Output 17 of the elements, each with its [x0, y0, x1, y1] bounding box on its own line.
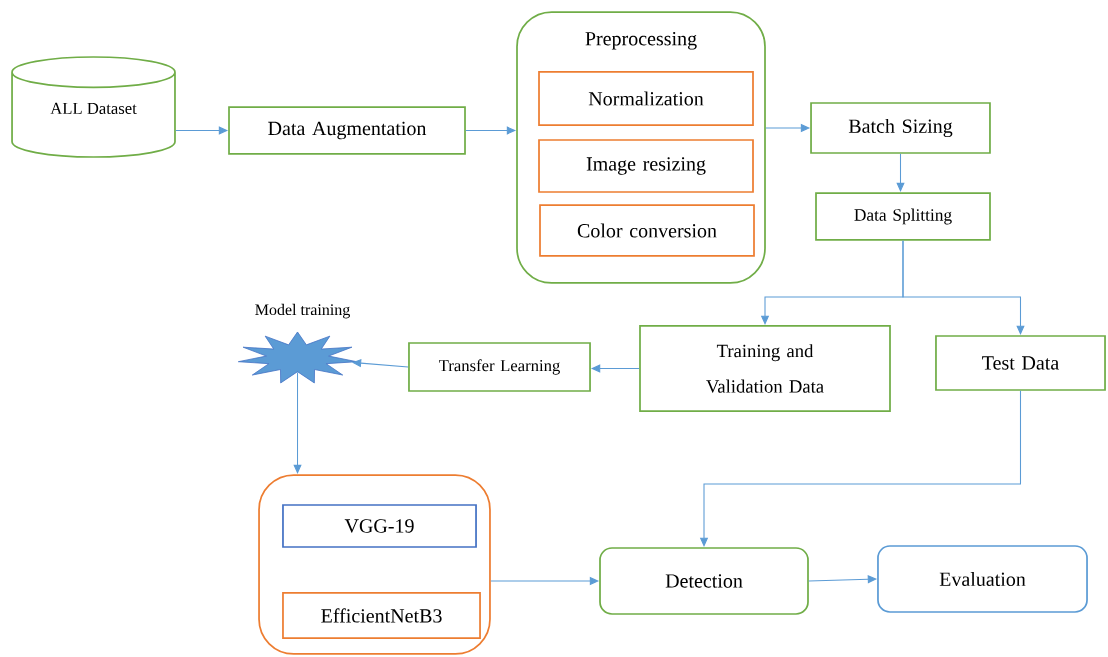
- model-box: EfficientNetB3: [282, 592, 481, 639]
- process-box: Detection: [599, 547, 809, 615]
- node-label: Model training: [255, 303, 350, 319]
- starburst-shape: [237, 331, 358, 384]
- step-box: Image resizing: [538, 139, 754, 193]
- database-cylinder: ALL Dataset: [11, 56, 176, 158]
- process-box: Transfer Learning: [408, 342, 591, 392]
- process-box: Test Data: [935, 335, 1106, 391]
- process-box: Batch Sizing: [810, 102, 991, 154]
- group-box: [258, 474, 491, 655]
- step-box: Normalization: [538, 71, 754, 126]
- process-box: Evaluation: [877, 545, 1088, 613]
- process-box: Data Augmentation: [228, 106, 466, 155]
- process-box: Data Splitting: [815, 192, 991, 241]
- step-box: Color conversion: [539, 204, 755, 257]
- process-box: Training and Validation Data: [639, 325, 891, 412]
- model-box: VGG-19: [282, 504, 477, 548]
